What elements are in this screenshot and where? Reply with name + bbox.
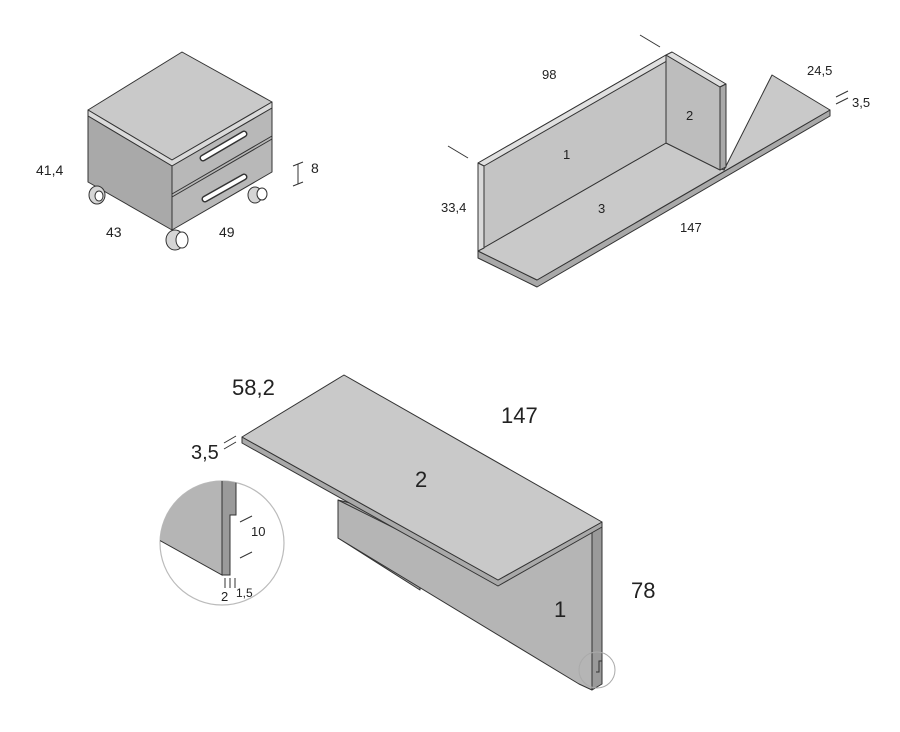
desk-top-part-label: 2 — [415, 467, 427, 492]
caster-front — [165, 229, 189, 251]
drawer-divider — [171, 135, 273, 195]
pedestal-depth-label: 49 — [219, 224, 235, 240]
pedestal-height-label: 41,4 — [36, 162, 63, 178]
detail-panel-edge — [221, 481, 237, 576]
shelf-part-2-label: 2 — [686, 108, 693, 123]
desk-depth-label: 58,2 — [232, 375, 275, 400]
shelf-thickness-tick-top — [835, 90, 849, 98]
shelf-side-front-edge — [719, 83, 727, 171]
shelf-back-left-edge — [477, 162, 485, 252]
detail-gap-label: 2 — [221, 589, 228, 604]
detail-notch-tick-top — [239, 515, 253, 523]
shelf-depth-label: 24,5 — [807, 63, 832, 78]
desk-leg-part-label: 1 — [554, 597, 566, 622]
detail-notch-tick-bottom — [239, 551, 253, 559]
drawer-divider-shadow — [171, 138, 273, 198]
caster-left — [88, 185, 106, 205]
shelf-thickness-tick-bottom — [835, 97, 849, 105]
desk-height-label: 78 — [631, 578, 655, 603]
pedestal-front — [171, 107, 273, 231]
shelf-part-3-label: 3 — [598, 201, 605, 216]
shelf-length-label: 147 — [680, 220, 702, 235]
caster-right — [247, 186, 268, 204]
detail-zoom: 10 2 1,5 — [159, 480, 285, 606]
shelf-height-tick — [447, 145, 469, 159]
pedestal-width-label: 43 — [106, 224, 122, 240]
shelf-unit-drawing: 98 24,5 3,5 33,4 147 1 2 3 — [441, 34, 870, 288]
desk-top-panel — [241, 374, 603, 581]
drawer-handle-top — [199, 130, 248, 162]
shelf-part-1-label: 1 — [563, 147, 570, 162]
shelf-length-tick — [639, 34, 661, 48]
drawer-height-dimension — [292, 161, 304, 187]
drawer-height-label: 8 — [311, 160, 319, 176]
desk-leg-front-edge — [591, 523, 603, 691]
desk-drawing: 58,2 3,5 147 78 2 1 — [191, 374, 655, 691]
pedestal-drawing: 41,4 43 49 8 — [36, 51, 319, 251]
desk-thickness-tick-top — [223, 435, 237, 444]
shelf-height-label: 33,4 — [441, 200, 466, 215]
shelf-back-length-label: 98 — [542, 67, 556, 82]
drawer-handle-bottom — [201, 173, 248, 203]
detail-notch-label: 10 — [251, 524, 265, 539]
desk-thickness-tick-bottom — [223, 441, 237, 450]
detail-offset-label: 1,5 — [236, 586, 253, 600]
shelf-thickness-label: 3,5 — [852, 95, 870, 110]
desk-leg-notch — [596, 660, 602, 673]
desk-length-label: 147 — [501, 403, 538, 428]
detail-marker-circle — [578, 651, 616, 689]
desk-thickness-label: 3,5 — [191, 442, 219, 464]
